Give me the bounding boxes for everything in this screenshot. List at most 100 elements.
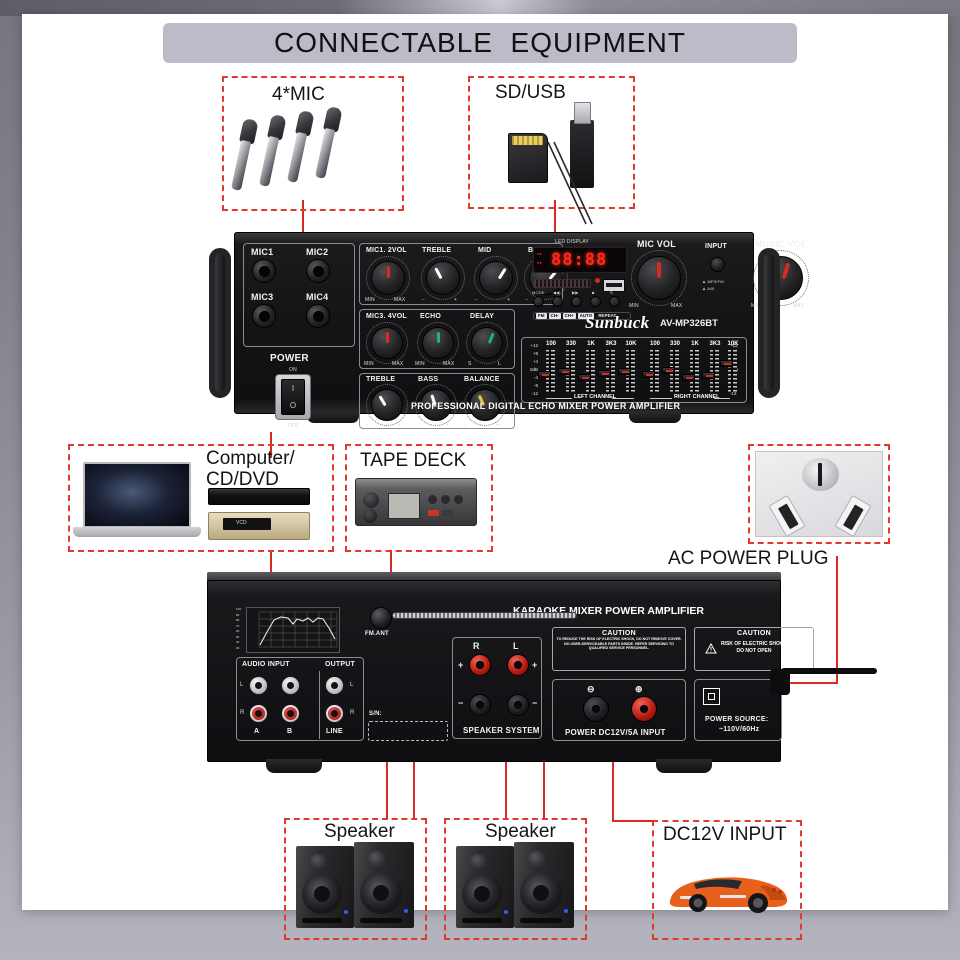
button-prev[interactable] [552,296,563,307]
callout-label-dc12v: DC12V INPUT [663,824,787,845]
knob-label-bass-2: BASS [418,376,439,383]
connector-spk1-d [413,718,415,820]
mic2-jack[interactable] [306,259,330,283]
eq-slider-track-1 [566,350,575,392]
model-number: AV-MP326BT [660,318,718,329]
audio-input-title: AUDIO INPUT [242,661,290,668]
button-stop[interactable] [590,296,601,307]
caution-right-line1: RISK OF ELECTRIC SHOCK [720,641,788,647]
audio-in-a-l[interactable] [249,676,268,695]
speaker-r-negative[interactable] [469,694,491,716]
caution-box-left: CAUTION TO REDUCE THE RISK OF ELECTRIC S… [552,627,686,671]
warning-triangle-icon-left [705,642,717,653]
eq-band-label-5: 100 [649,341,660,347]
knob-echo[interactable] [422,327,454,359]
line-out-r[interactable] [325,704,344,723]
eq-slider-handle-5[interactable] [641,371,655,378]
eq-band-label-7: 1K [691,341,699,347]
knob-mid[interactable] [479,261,513,295]
knob-min-treble-2: − [366,422,370,428]
mode-strip: FM CH- CH+ AUTO REPEAT [533,312,631,320]
knob-balance[interactable] [469,389,501,421]
usb-port[interactable] [603,279,625,292]
speaker-l-positive[interactable] [507,654,529,676]
eq-slider-track-5 [650,350,659,392]
mic-jack-group: MIC1 MIC2 MIC3 MIC4 [243,243,355,347]
power-source-title: POWER SOURCE: [705,716,769,723]
knob-bass-2[interactable] [420,389,452,421]
dc-input-title: POWER DC12V/5A INPUT [565,728,666,737]
connector-acplug-b [836,556,838,684]
speaker-minus-1: − [458,698,464,708]
eq-slider-handle-9[interactable] [719,360,733,367]
input-selector-button[interactable] [710,257,725,272]
brand-logo: Sunbuck [585,313,650,332]
knob-treble-2[interactable] [371,389,403,421]
fm-antenna-jack[interactable] [370,607,392,629]
audio-in-b-r[interactable] [281,704,300,723]
knob-min-balance: L [465,422,468,428]
knob-mic12vol[interactable] [371,261,405,295]
front-footer-text: PROFESSIONAL DIGITAL ECHO MIXER POWER AM… [411,401,681,411]
mic4-jack[interactable] [306,304,330,328]
knob-min-mid: − [475,297,479,303]
button-play-pause[interactable] [609,296,620,307]
button-mode[interactable] [533,296,544,307]
speaker-r-positive[interactable] [469,654,491,676]
eq-slider-handle-6[interactable] [661,367,675,374]
caution-left-title: CAUTION [602,630,636,637]
mic1-jack[interactable] [252,259,276,283]
mic3-jack[interactable] [252,304,276,328]
audio-in-a-r[interactable] [249,704,268,723]
led-display-label: LED DISPLAY [555,239,590,245]
knob-max-mic34vol: MAX [392,361,404,367]
eq-slider-handle-3[interactable] [597,370,611,377]
speaker-l-negative[interactable] [507,694,529,716]
knob-treble-1[interactable] [426,261,460,295]
eq-slider-handle-7[interactable] [681,374,695,381]
fm-ant-label: FM.ANT [365,631,389,637]
knob-mic-vol[interactable] [637,256,681,300]
power-cord-cable [781,668,877,674]
knob-max-mic12vol: MAX [394,297,406,303]
knob-label-balance: BALANCE [464,376,500,383]
ac-socket-illustration [755,451,883,538]
button-next[interactable] [571,296,582,307]
power-off-label: OFF [288,423,299,429]
eq-slider-handle-8[interactable] [701,372,715,379]
dc-negative-terminal[interactable] [583,696,609,722]
eq-slider-track-6 [670,350,679,392]
caution-right-line2: DO NOT OPEN [736,648,772,654]
dc-positive-terminal[interactable] [631,696,657,722]
power-cord-grommet [770,669,790,695]
knob-min-treble-1: − [422,297,426,303]
knob-delay[interactable] [471,327,503,359]
audio-in-b-l[interactable] [281,676,300,695]
eq-slider-track-4 [626,350,635,392]
connector-acplug-a [770,682,838,684]
eq-slider-track-0 [546,350,555,392]
output-l-label: L [350,682,354,688]
callout-box-tape [345,444,493,552]
speaker-minus-2: − [532,698,538,708]
knob-mic34vol[interactable] [371,327,403,359]
connector-dc12v-a [612,712,614,820]
knob-max-treble-2: + [398,422,402,428]
eq-slider-handle-2[interactable] [577,374,591,381]
media-control-group: LED DISPLAY ▪▪ ▪▪ 88:88 MODE ◀◀ ▶▶ ■ ↻ [531,239,647,331]
line-out-l[interactable] [325,676,344,695]
output-r-label: R [350,710,355,716]
mic-illustration [230,106,390,205]
button-label-stop: ■ [592,290,595,295]
sd-card-illustration [508,133,548,183]
knob-max-echo: MAX [443,361,455,367]
callout-box-acplug [748,444,890,544]
caution-box-right: CAUTION RISK OF ELECTRIC SHOCK DO NOT OP… [694,627,814,671]
eq-slider-handle-4[interactable] [617,368,631,375]
mic-vol-min: MIN [629,303,639,309]
eq-left-channel-label: LEFT CHANNEL [574,394,617,400]
eq-slider-handle-1[interactable] [557,368,571,375]
eq-slider-handle-0[interactable] [537,371,551,378]
